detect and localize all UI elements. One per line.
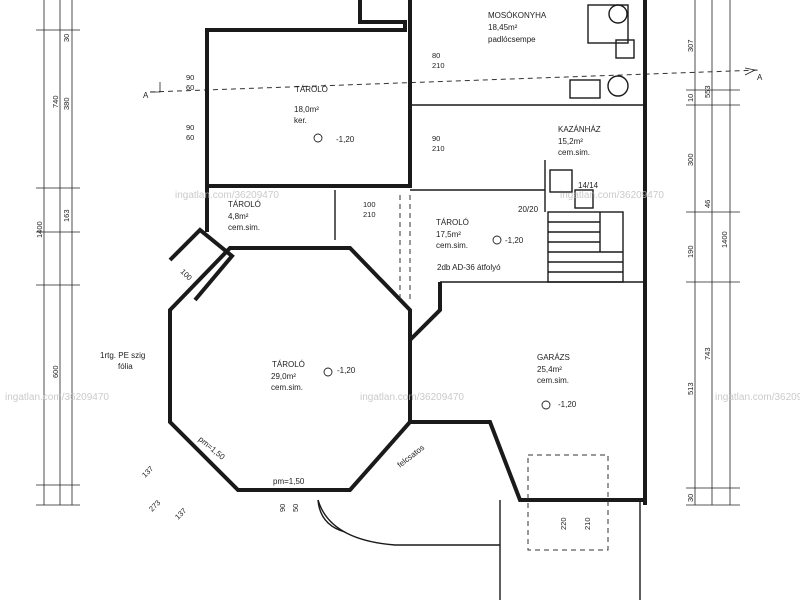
staircase: [547, 211, 624, 283]
dim-door-80: 80: [432, 51, 440, 60]
room-tarolo-top-name: TÁROLÓ: [295, 85, 328, 94]
room-tarolo-oct-floor: cem.sim.: [271, 383, 303, 392]
dim-door-273: 273: [147, 498, 162, 513]
dim-door-90d: 90: [278, 504, 287, 512]
room-kazanhaz-area: 15,2m²: [558, 137, 583, 146]
room-kazanhaz-name: KAZÁNHÁZ: [558, 125, 601, 134]
section-line-a: [149, 67, 761, 93]
dim-door-100b: 100: [179, 267, 194, 282]
dim-left-163: 163: [62, 209, 71, 222]
dim-door-210d: 210: [583, 517, 592, 530]
dim-door-90c: 90: [432, 134, 440, 143]
room-tarolo-oct-area: 29,0m²: [271, 372, 296, 381]
dim-door-90b: 90: [186, 123, 194, 132]
watermark-mid: ingatlan.com/36209470: [360, 392, 464, 403]
room-garazs-floor: cem.sim.: [537, 376, 569, 385]
dim-door-100a: 100: [363, 200, 376, 209]
dim-door-137a: 137: [140, 464, 155, 479]
room-garazs-name: GARÁZS: [537, 353, 570, 362]
dim-door-220: 220: [559, 517, 568, 530]
room-tarolo-mid-floor: cem.sim.: [436, 241, 468, 250]
dim-right-1400: 1400: [720, 231, 729, 248]
dim-right-307: 307: [686, 39, 695, 52]
watermark-mid-left: ingatlan.com/36209470: [5, 392, 109, 403]
dim-right-30: 30: [686, 494, 695, 502]
walls: [168, 0, 647, 600]
dim-right-190: 190: [686, 245, 695, 258]
room-mosokonyha-floor: padlócsempe: [488, 35, 536, 44]
dim-left-1400: 1400: [35, 221, 44, 238]
dim-door-50: 50: [291, 504, 300, 512]
dim-left-30: 30: [62, 34, 71, 42]
dim-left-380: 380: [62, 97, 71, 110]
dim-door-210c: 210: [363, 210, 376, 219]
label-pass-through: 2db AD-36 átfolyó: [437, 263, 501, 272]
watermark-top: ingatlan.com/36209470: [175, 190, 279, 201]
dim-right-553: 553: [703, 85, 712, 98]
label-foil2: fólia: [118, 362, 133, 371]
dim-door-210a: 210: [432, 61, 445, 70]
dim-door-210b: 210: [432, 144, 445, 153]
dim-right-513: 513: [686, 382, 695, 395]
room-tarolo-mid-name: TÁROLÓ: [436, 218, 469, 227]
watermark-mid-right: ingatlan.com/36209470: [715, 392, 800, 403]
room-tarolo-oct-level: -1,20: [337, 366, 356, 375]
room-garazs-area: 25,4m²: [537, 365, 562, 374]
dim-right-743: 743: [703, 347, 712, 360]
section-label-a-left: A: [143, 91, 149, 100]
dim-door-137b: 137: [173, 506, 188, 521]
label-felcsatos: felcsatos: [396, 443, 426, 470]
room-tarolo-small-name: TÁROLÓ: [228, 200, 261, 209]
section-label-a-right: A: [757, 73, 763, 82]
room-tarolo-oct-name: TÁROLÓ: [272, 360, 305, 369]
watermark-top-right: ingatlan.com/36209470: [560, 190, 664, 201]
dim-left-740: 740: [51, 95, 60, 108]
room-tarolo-mid-area: 17,5m²: [436, 230, 461, 239]
level-markers: [313, 133, 551, 410]
room-tarolo-top-level: -1,20: [336, 135, 355, 144]
dim-door-60a: 60: [186, 83, 194, 92]
room-tarolo-top-floor: ker.: [294, 116, 307, 125]
room-tarolo-mid-level: -1,20: [505, 236, 524, 245]
dim-door-60b: 60: [186, 133, 194, 142]
label-pm-diag: pm=1,50: [197, 435, 227, 462]
room-mosokonyha-name: MOSÓKONYHA: [488, 11, 547, 20]
room-kazanhaz-floor: cem.sim.: [558, 148, 590, 157]
garage-door-outline: [399, 195, 609, 551]
label-foil: 1rtg. PE szig: [100, 351, 145, 360]
room-mosokonyha-area: 18,45m²: [488, 23, 518, 32]
room-tarolo-small-area: 4,8m²: [228, 212, 249, 221]
label-chimney: 14/14: [578, 181, 599, 190]
label-pm-bottom: pm=1,50: [273, 477, 305, 486]
dim-left-600: 600: [51, 365, 60, 378]
label-chimney2: 20/20: [518, 205, 539, 214]
dim-right-46: 46: [703, 200, 712, 208]
dim-right-300: 300: [686, 153, 695, 166]
dim-right-10: 10: [686, 94, 695, 102]
left-dimension-lines: [36, 0, 80, 506]
room-tarolo-top-area: 18,0m²: [294, 105, 319, 114]
room-tarolo-small-floor: cem.sim.: [228, 223, 260, 232]
dim-door-90a: 90: [186, 73, 194, 82]
laundry-fixtures: [549, 4, 635, 209]
room-garazs-level: -1,20: [558, 400, 577, 409]
right-dimension-lines: [686, 0, 740, 506]
